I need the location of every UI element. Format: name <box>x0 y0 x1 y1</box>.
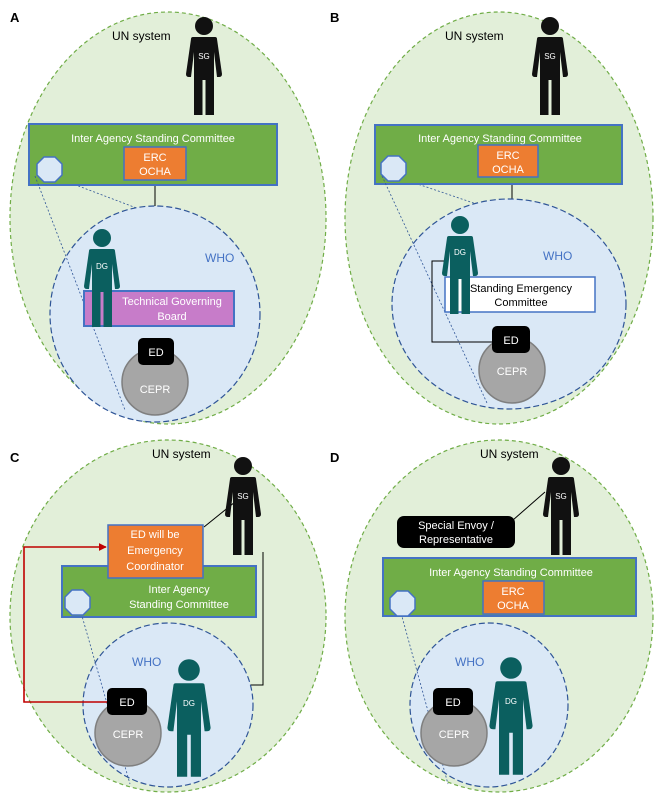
panel-c-un-system-label: UN system <box>152 447 211 461</box>
panel-b-who-label: WHO <box>543 249 572 263</box>
panel-a-ed-label: ED <box>148 347 163 359</box>
panel-c-ed-box <box>107 688 147 715</box>
panel-a-dotted-link-lower <box>34 175 126 411</box>
panel-d-sg-envoy-connector <box>512 491 546 521</box>
panel-b-letter: B <box>330 10 339 25</box>
panel-b-ed-box <box>492 326 530 353</box>
panel-b-sec-line2: Committee <box>494 297 547 309</box>
panel-c-who-label: WHO <box>132 655 161 669</box>
panel-a-cepr-label: CEPR <box>140 384 171 396</box>
panel-c-iasc-box <box>61 565 257 618</box>
panel-c-sg-label: SG <box>237 492 249 501</box>
panel-c: C UN system SG Inter Agency Standing Com… <box>9 439 327 793</box>
panel-a-sg-label: SG <box>198 52 210 61</box>
panel-b-sec-line1: Standing Emergency <box>470 283 573 295</box>
panel-c-who-octagon-icon <box>64 589 91 616</box>
panel-c-iasc-line1: Inter Agency <box>148 584 210 596</box>
panel-a-erc-line1: ERC <box>143 152 166 164</box>
panel-c-edc-line3: Coordinator <box>126 561 184 573</box>
panel-d-envoy-line1: Special Envoy / <box>418 520 495 532</box>
panel-a-dg-label: DG <box>96 262 108 271</box>
panel-b-erc-line1: ERC <box>496 150 519 162</box>
panel-b-dotted-link-lower <box>381 175 488 404</box>
panel-a-iasc-label: Inter Agency Standing Committee <box>71 133 235 145</box>
panel-d-envoy-line2: Representative <box>419 534 493 546</box>
panel-b-cepr-label: CEPR <box>497 366 528 378</box>
panel-d-erc-box <box>482 580 545 615</box>
panel-d-dg-label: DG <box>505 697 517 706</box>
panel-b-dg-ed-connector <box>431 260 492 343</box>
panel-d-erc-line1: ERC <box>501 586 524 598</box>
panel-c-edc-line2: Emergency <box>127 545 183 557</box>
panel-b-sg-label: SG <box>544 52 556 61</box>
panel-d-cepr-label: CEPR <box>439 729 470 741</box>
panel-d-un-system-label: UN system <box>480 447 539 461</box>
panel-c-ed-label: ED <box>119 697 134 709</box>
panel-a-ed-box <box>138 338 174 365</box>
panel-a-who-label: WHO <box>205 251 234 265</box>
panel-d-ed-box <box>433 688 473 715</box>
panel-c-edc-box <box>107 524 204 579</box>
panel-b-ed-label: ED <box>503 335 518 347</box>
panel-d-ocha-line2: OCHA <box>497 600 529 612</box>
panel-d: D UN system SG Special Envoy / Represent… <box>330 439 654 793</box>
panel-d-iasc-label: Inter Agency Standing Committee <box>429 567 593 579</box>
panel-c-iasc-line2: Standing Committee <box>129 599 229 611</box>
panel-b-dg-label: DG <box>454 248 466 257</box>
panel-b-iasc-label: Inter Agency Standing Committee <box>418 133 582 145</box>
panel-a-ocha-line2: OCHA <box>139 166 171 178</box>
panel-d-ed-label: ED <box>445 697 460 709</box>
panel-c-edc-line1: ED will be <box>131 529 180 541</box>
panel-a-who-octagon-icon <box>36 156 63 183</box>
panel-a: A UN system SG Inter Agency Standing Com… <box>9 10 327 425</box>
panel-a-un-system-label: UN system <box>112 29 171 43</box>
panel-b-who-octagon-icon <box>380 155 407 182</box>
panel-d-who-octagon-icon <box>389 590 416 617</box>
panel-d-envoy-box <box>397 516 515 548</box>
panel-c-cepr-label: CEPR <box>113 729 144 741</box>
panel-a-letter: A <box>10 10 20 25</box>
panel-b: B UN system SG Inter Agency Standing Com… <box>330 10 654 425</box>
panel-b-un-system-label: UN system <box>445 29 504 43</box>
panel-a-tgb-line1: Technical Governing <box>122 296 222 308</box>
panel-a-tgb-line2: Board <box>157 311 186 323</box>
panel-c-dg-label: DG <box>183 699 195 708</box>
panel-d-sg-label: SG <box>555 492 567 501</box>
panel-c-red-arrow <box>23 543 107 703</box>
panel-b-erc-box <box>477 144 539 178</box>
panel-d-letter: D <box>330 450 339 465</box>
panel-a-erc-box <box>123 146 187 181</box>
panel-d-who-label: WHO <box>455 655 484 669</box>
panel-c-letter: C <box>10 450 20 465</box>
panel-b-ocha-line2: OCHA <box>492 164 524 176</box>
